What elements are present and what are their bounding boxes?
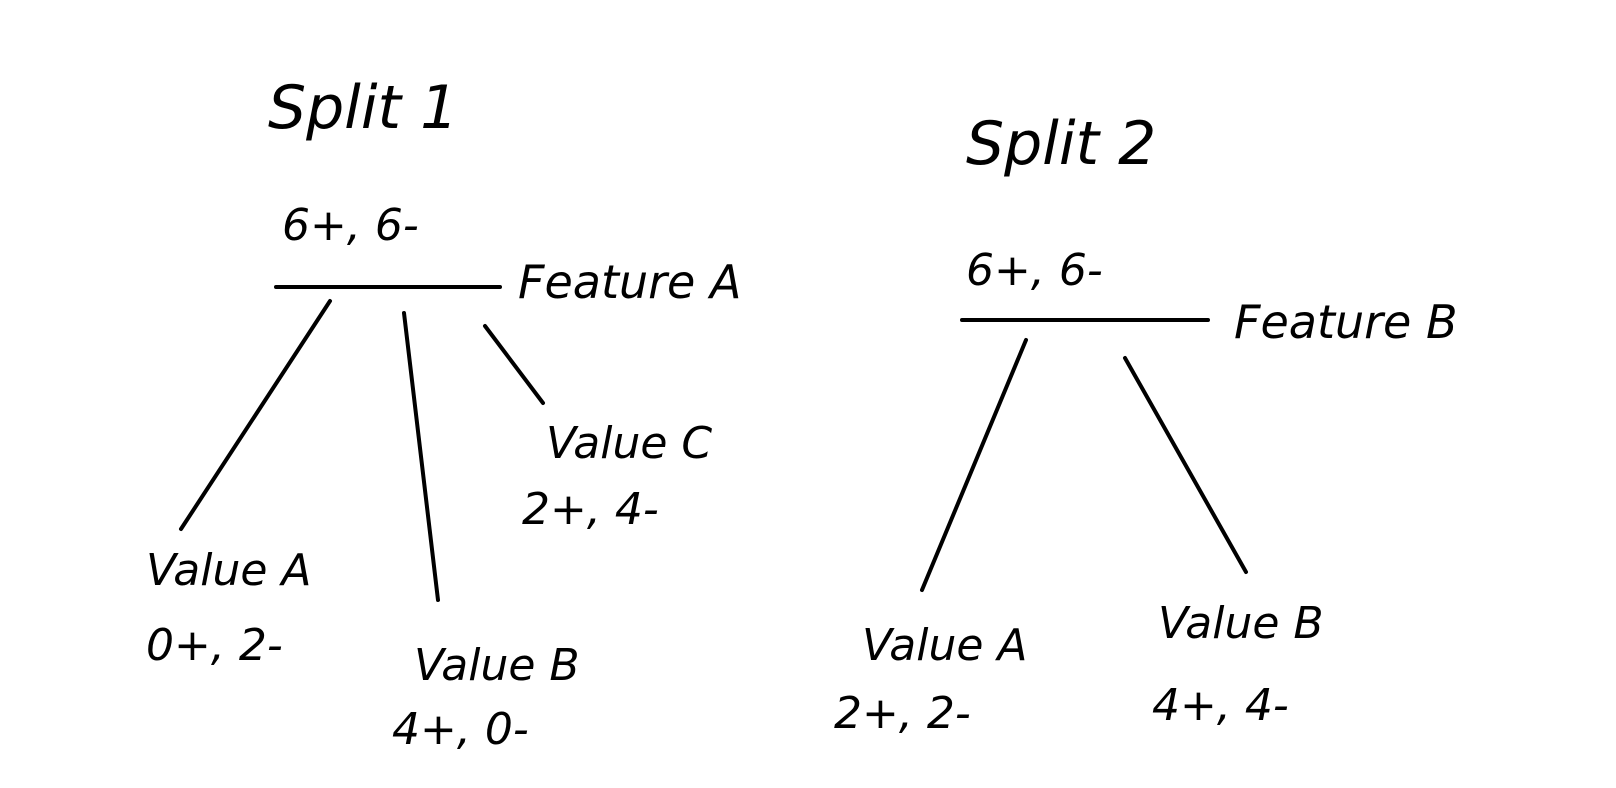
split-1-value-c-counts: 2+, 4- [522,484,659,535]
split-1-branch-value-b [402,311,440,602]
split-1-feature-label: Feature A [518,255,741,309]
split-2-value-a-counts: 2+, 2- [834,688,971,739]
split-2-tree: Split 2 6+, 6- Feature B Value A 2+, 2- … [834,109,1458,739]
split-1-branch-value-c [483,324,545,405]
split-2-value-b-label: Value B [1158,598,1324,649]
split-1-branch-value-a [179,299,332,531]
split-2-title: Split 2 [966,109,1156,179]
split-1-value-a-counts: 0+, 2- [146,620,283,671]
split-2-value-a-label: Value A [862,620,1028,671]
split-2-root-counts: 6+, 6- [966,245,1103,296]
split-2-value-b-counts: 4+, 4- [1152,680,1289,731]
split-1-title: Split 1 [268,73,458,143]
split-1-value-c-label: Value C [546,418,712,469]
split-1-value-b-counts: 4+, 0- [392,704,529,755]
split-1-tree: Split 1 6+, 6- Feature A Value A 0+, 2- … [146,73,741,755]
split-1-root-counts: 6+, 6- [282,200,419,251]
split-2-branch-value-b [1123,356,1248,574]
split-1-value-b-label: Value B [414,640,580,691]
split-2-feature-label: Feature B [1234,295,1458,349]
split-1-value-a-label: Value A [146,545,312,596]
split-2-branch-value-a [920,338,1028,592]
